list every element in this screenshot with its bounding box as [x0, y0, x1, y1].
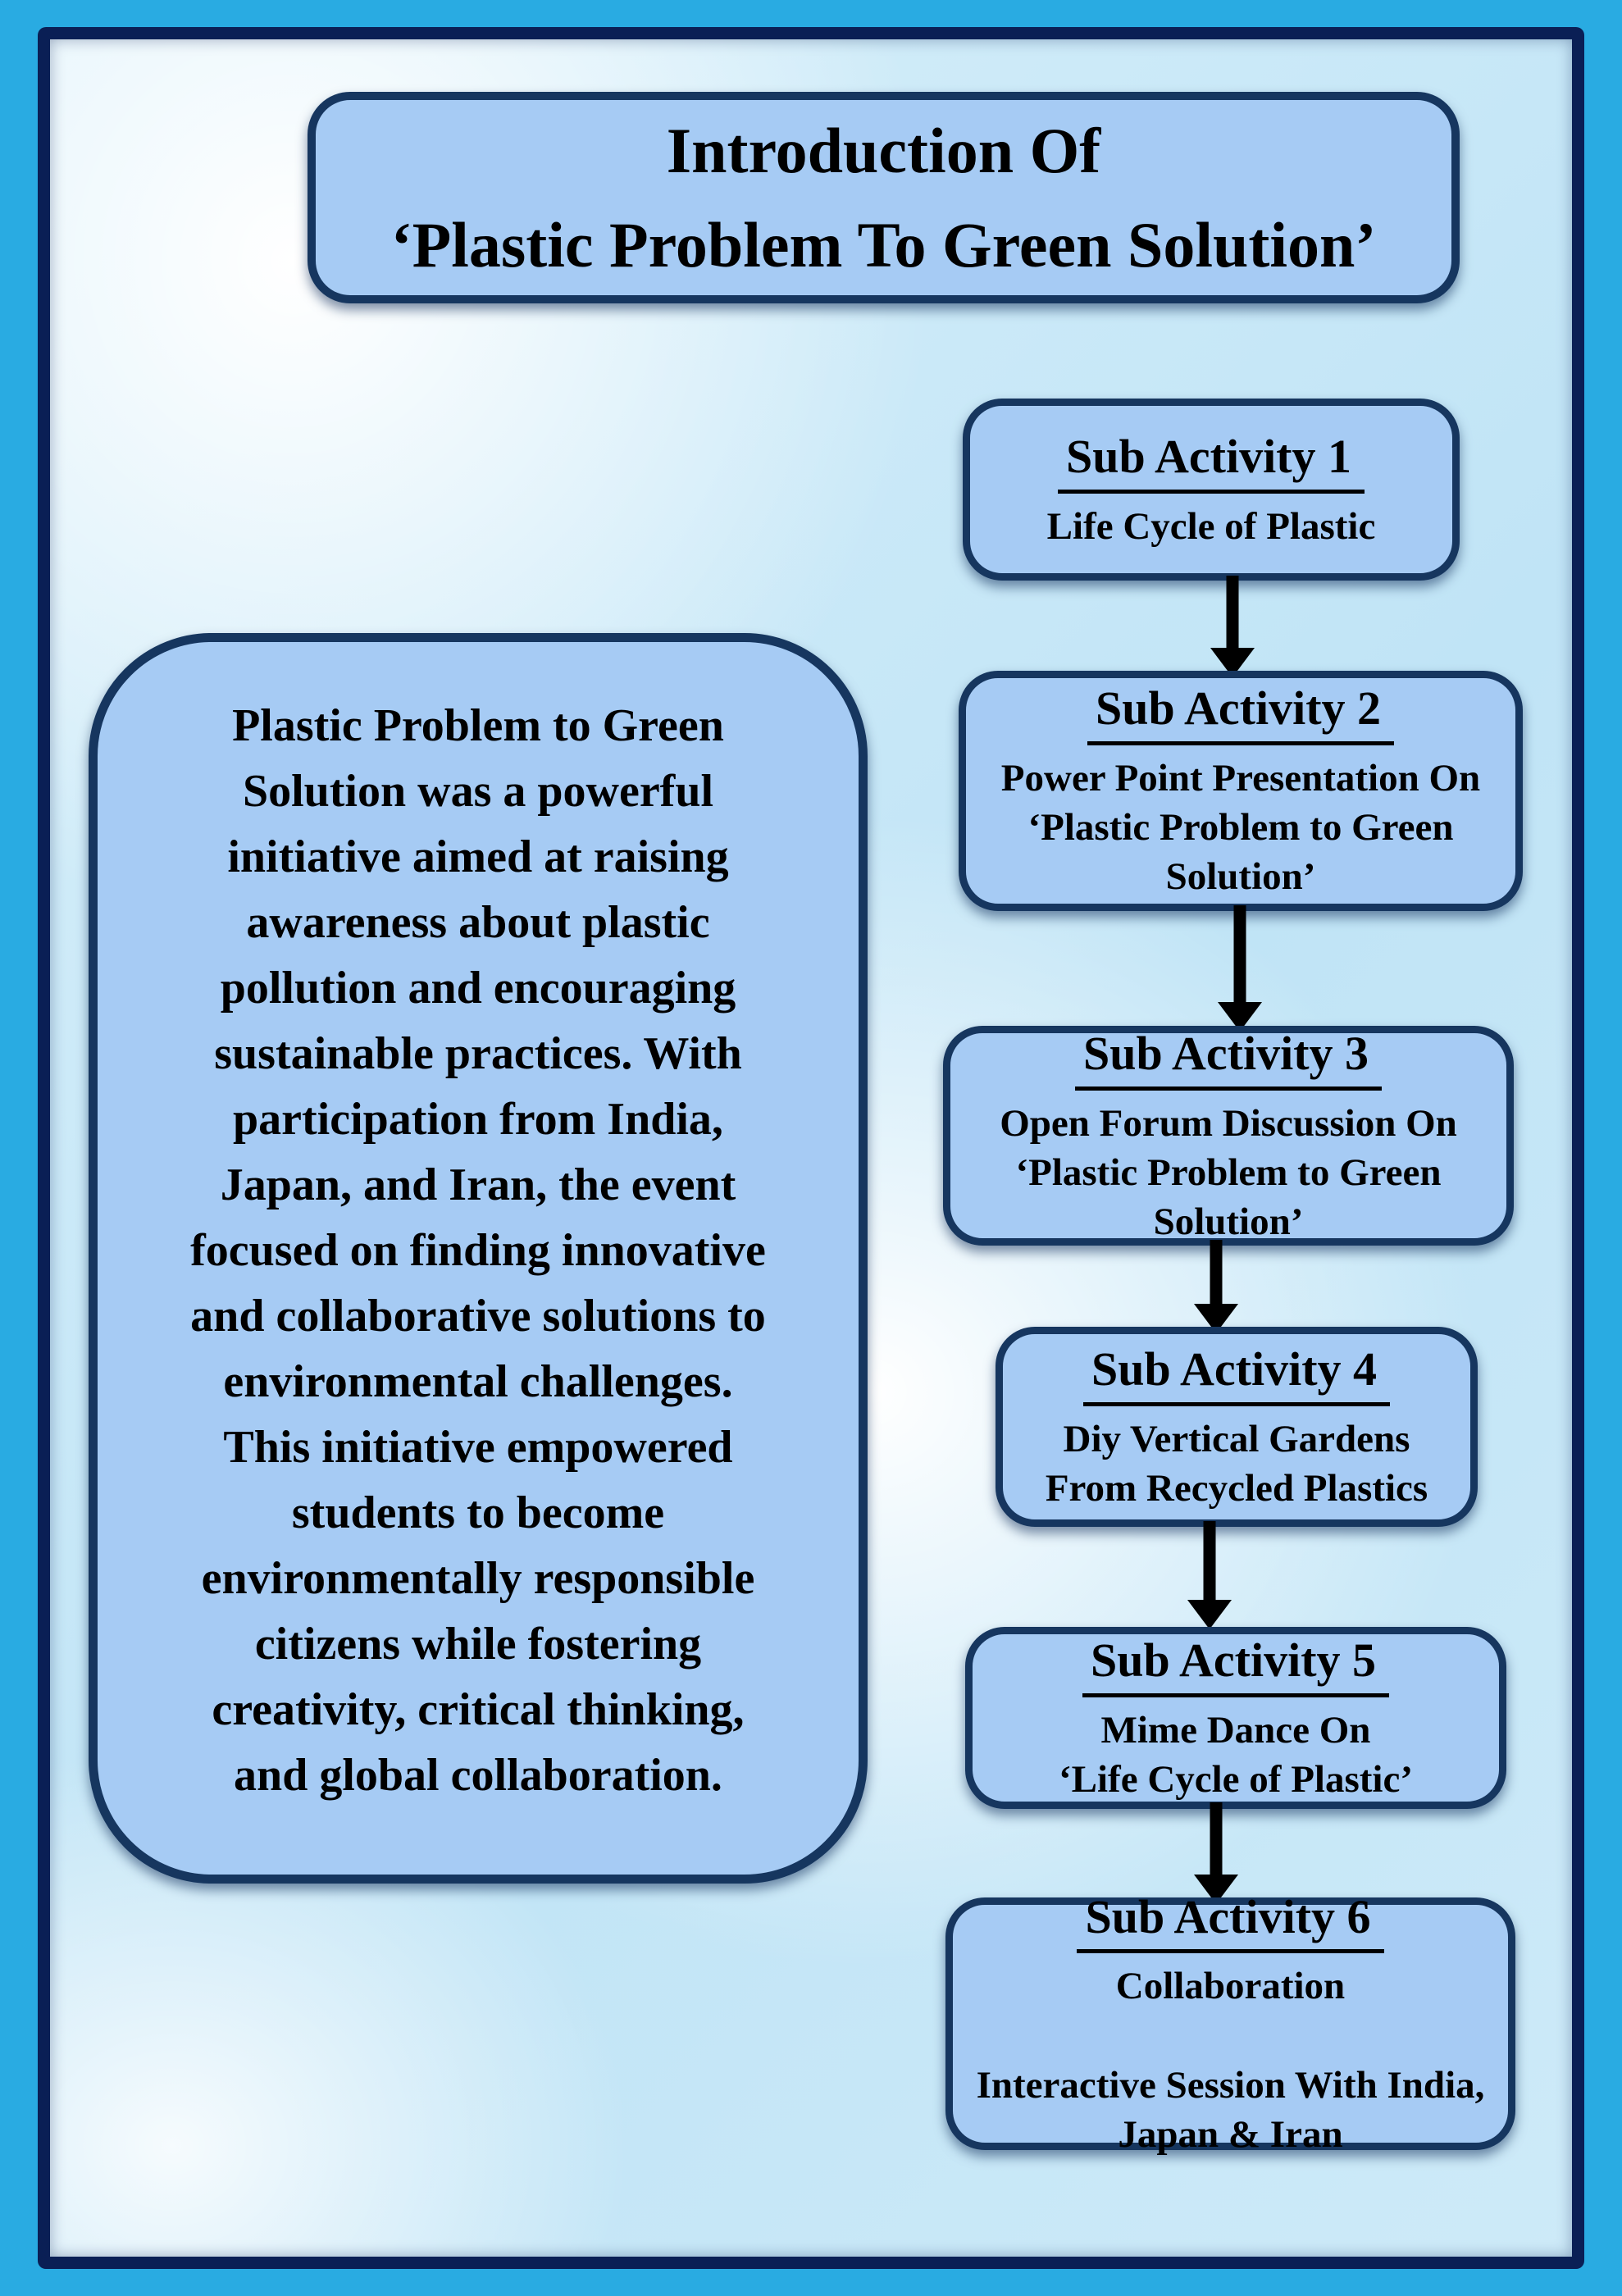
description-box: Plastic Problem to Green Solution was a …: [89, 633, 868, 1884]
sub-activity-3-box: Sub Activity 3 Open Forum Discussion On …: [943, 1026, 1514, 1246]
arrow-shaft: [1226, 576, 1239, 654]
sub-activity-4-body: Diy Vertical Gardens From Recycled Plast…: [1045, 1417, 1428, 1510]
sub-activity-2-heading: Sub Activity 2: [1087, 680, 1395, 746]
sub-activity-5-box: Sub Activity 5 Mime Dance On ‘Life Cycle…: [965, 1627, 1506, 1809]
sub-activity-4-heading: Sub Activity 4: [1082, 1341, 1391, 1406]
sub-activity-6-box: Sub Activity 6 Collaboration Interactive…: [945, 1890, 1515, 2156]
sub-activity-5-heading: Sub Activity 5: [1082, 1632, 1390, 1697]
sub-activity-1-box: Sub Activity 1 Life Cycle of Plastic: [963, 399, 1460, 581]
arrow-shaft: [1210, 1802, 1223, 1881]
sub-activity-3-heading: Sub Activity 3: [1074, 1025, 1383, 1091]
flow-arrow-4-5: [1187, 1521, 1232, 1629]
sub-activity-6-heading: Sub Activity 6: [1077, 1888, 1384, 1954]
sub-activity-5-body: Mime Dance On ‘Life Cycle of Plastic’: [1059, 1708, 1413, 1801]
flow-arrow-1-2: [1210, 576, 1255, 677]
poster-title: Introduction Of ‘Plastic Problem To Gree…: [308, 92, 1460, 303]
sub-activity-1-heading: Sub Activity 1: [1057, 428, 1365, 494]
flow-arrow-2-3: [1217, 905, 1263, 1032]
sub-activity-3-body: Open Forum Discussion On ‘Plastic Proble…: [1000, 1101, 1457, 1243]
sub-activity-1-body: Life Cycle of Plastic: [1046, 504, 1376, 548]
sub-activity-2-body: Power Point Presentation On ‘Plastic Pro…: [1000, 757, 1481, 899]
arrow-shaft: [1203, 1521, 1216, 1606]
arrow-shaft: [1210, 1240, 1223, 1310]
sub-activity-6-body: Collaboration Interactive Session With I…: [976, 1965, 1485, 2156]
arrow-head-icon: [1187, 1600, 1232, 1629]
sub-activity-2-box: Sub Activity 2 Power Point Presentation …: [959, 671, 1523, 911]
arrow-shaft: [1233, 905, 1246, 1009]
flow-arrow-3-4: [1193, 1240, 1239, 1333]
sub-activity-4-box: Sub Activity 4 Diy Vertical Gardens From…: [996, 1327, 1478, 1527]
